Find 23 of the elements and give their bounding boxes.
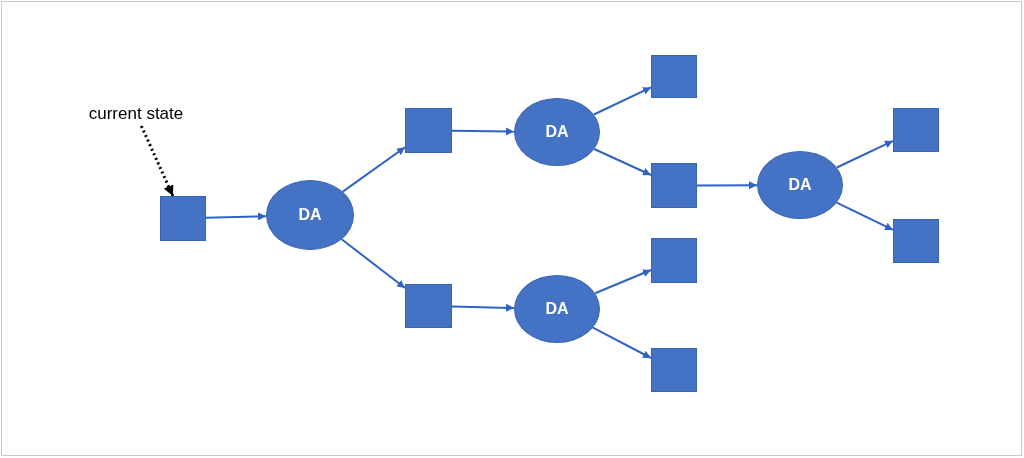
state-square [893, 219, 939, 263]
state-square [651, 348, 697, 392]
state-square [651, 163, 697, 208]
arrow [140, 125, 175, 197]
state-square [405, 108, 452, 153]
arrow [594, 269, 652, 295]
arrow [205, 212, 268, 221]
state-square [651, 238, 697, 283]
arrow [451, 303, 515, 312]
state-square [651, 55, 697, 98]
agent-ellipse: DA [266, 180, 354, 250]
arrow [696, 181, 758, 190]
state-square [405, 284, 452, 328]
agent-ellipse: DA [514, 98, 600, 166]
state-square [893, 108, 939, 152]
arrow [593, 148, 652, 176]
arrow [340, 238, 406, 289]
arrow [451, 127, 515, 136]
agent-ellipse: DA [514, 275, 600, 343]
state-square [160, 196, 206, 241]
agent-ellipse: DA [757, 151, 843, 219]
state-label: current state [62, 102, 210, 126]
arrow [341, 146, 406, 193]
